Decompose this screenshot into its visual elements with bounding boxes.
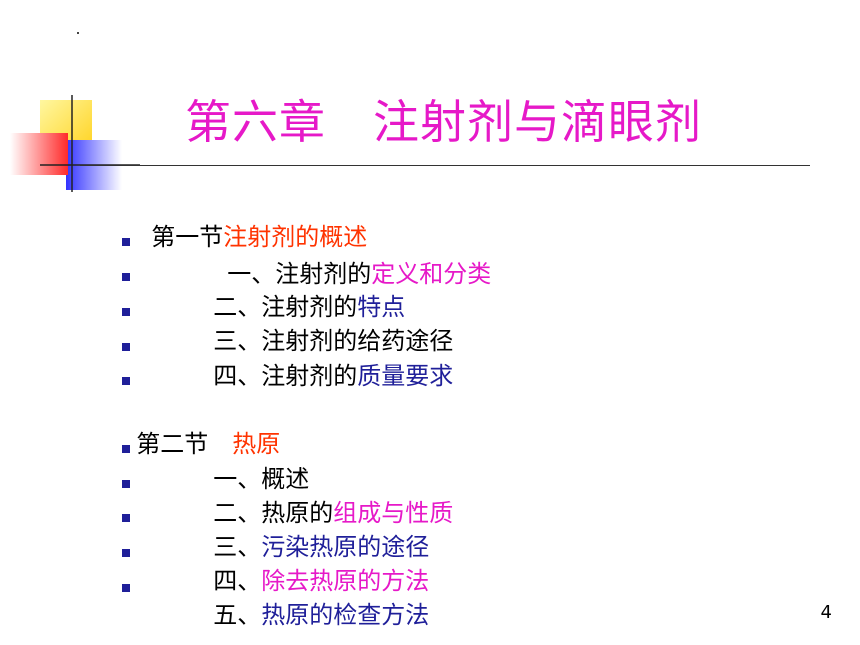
section2-item-2: 二、热原的组成与性质: [198, 465, 453, 529]
bullet-icon: [122, 584, 130, 592]
bullet-icon: [122, 273, 130, 281]
section1-item-3: 三、注射剂的给药途径: [198, 293, 453, 357]
item-prefix: 五、: [213, 601, 262, 629]
item-prefix: 四、: [213, 567, 262, 595]
bullet-icon: [122, 343, 130, 351]
section1-heading: 第一节注射剂的概述: [136, 189, 367, 253]
bullet-icon: [122, 549, 130, 557]
item-highlight: 除去热原的方法: [261, 567, 430, 595]
item-prefix: 二、注射剂的: [213, 293, 358, 321]
title-divider: [80, 165, 810, 166]
section1-highlight: 注射剂的概述: [223, 223, 368, 251]
item-prefix: 一、概述: [213, 465, 310, 493]
corner-decoration: [10, 95, 140, 192]
section2-prefix: 第二节: [136, 430, 233, 458]
item-prefix: 一、注射剂的: [227, 260, 372, 288]
item-prefix: 二、热原的: [213, 499, 334, 527]
section2-highlight: 热原: [232, 430, 281, 458]
slide-title: 第六章 注射剂与滴眼剂: [185, 95, 702, 149]
item-prefix: 三、注射剂的给药途径: [213, 327, 454, 355]
section1-prefix: 第一节: [151, 223, 224, 251]
section2-item-5: 五、热原的检查方法: [198, 567, 429, 631]
item-highlight: 污染热原的途径: [261, 533, 430, 561]
section2-item-4: 四、除去热原的方法: [198, 533, 429, 597]
bullet-icon: [122, 377, 130, 385]
decorative-dot: [77, 32, 79, 34]
item-highlight: 组成与性质: [333, 499, 454, 527]
bullet-icon: [122, 238, 130, 246]
section1-item-2: 二、注射剂的特点: [198, 259, 405, 323]
item-highlight: 特点: [357, 293, 406, 321]
section2-item-1: 一、概述: [198, 431, 309, 495]
bullet-icon: [122, 514, 130, 522]
item-highlight: 热原的检查方法: [261, 601, 430, 629]
item-highlight: 质量要求: [357, 362, 454, 390]
red-square: [10, 133, 68, 175]
section1-item-4: 四、注射剂的质量要求: [198, 328, 453, 392]
item-prefix: 三、: [213, 533, 262, 561]
section2-item-3: 三、污染热原的途径: [198, 499, 429, 563]
bullet-icon: [122, 445, 130, 453]
bullet-icon: [122, 480, 130, 488]
item-prefix: 四、注射剂的: [213, 362, 358, 390]
bullet-icon: [122, 308, 130, 316]
section1-item-1: 一、注射剂的定义和分类: [212, 226, 491, 290]
section2-heading: 第二节 热原: [121, 396, 280, 460]
item-highlight: 定义和分类: [371, 260, 492, 288]
page-number: 4: [820, 602, 832, 623]
